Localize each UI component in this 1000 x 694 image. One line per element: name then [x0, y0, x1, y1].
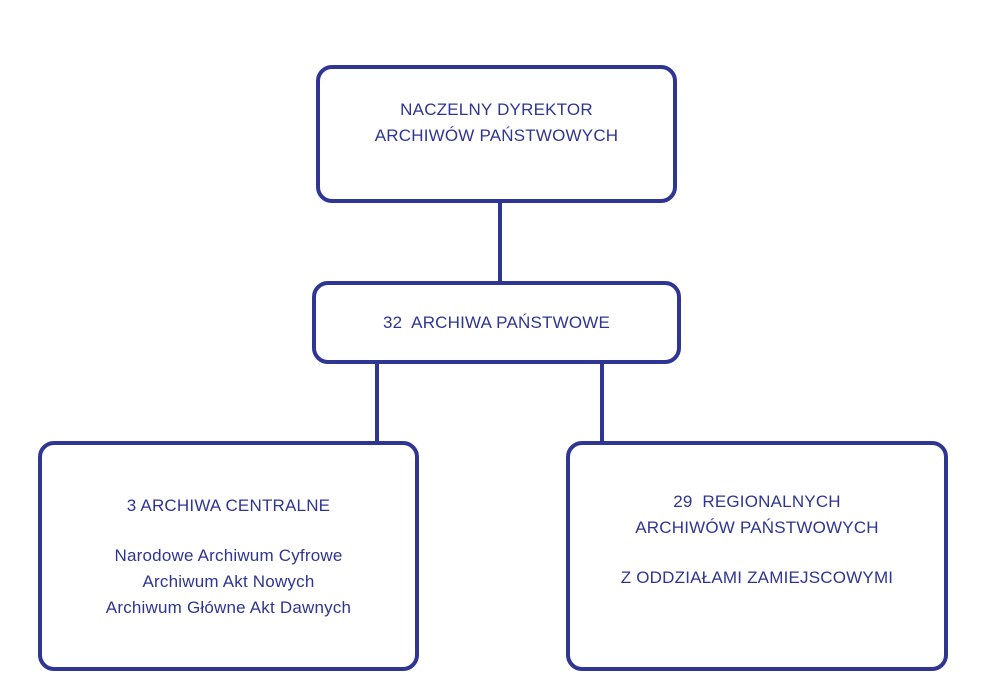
connector-middle-to-left — [375, 364, 379, 441]
node-naczelny-dyrektor-line2: ARCHIWÓW PAŃSTWOWYCH — [374, 126, 619, 145]
central-archive-item: Narodowe Archiwum Cyfrowe — [114, 546, 343, 565]
node-naczelny-dyrektor: NACZELNY DYREKTOR ARCHIWÓW PAŃSTWOWYCH — [316, 65, 677, 203]
node-archiwa-panstwowe-label: 32 ARCHIWA PAŃSTWOWE — [382, 312, 611, 332]
node-regionalne-archiwa: 29 REGIONALNYCH ARCHIWÓW PAŃSTWOWYCH Z O… — [566, 441, 948, 671]
connector-top-to-middle — [498, 203, 502, 281]
node-archiwa-panstwowe: 32 ARCHIWA PAŃSTWOWE — [312, 281, 681, 364]
node-archiwa-centralne: 3 ARCHIWA CENTRALNE Narodowe Archiwum Cy… — [38, 441, 419, 671]
node-naczelny-dyrektor-line1: NACZELNY DYREKTOR — [400, 100, 593, 119]
connector-middle-to-right — [600, 364, 604, 441]
node-archiwa-centralne-title: 3 ARCHIWA CENTRALNE — [126, 496, 331, 515]
central-archive-item: Archiwum Główne Akt Dawnych — [105, 598, 352, 617]
node-regionalne-archiwa-line2: ARCHIWÓW PAŃSTWOWYCH — [635, 518, 879, 537]
node-regionalne-archiwa-line1: 29 REGIONALNYCH — [673, 492, 841, 511]
node-regionalne-archiwa-line3: Z ODDZIAŁAMI ZAMIEJSCOWYMI — [620, 568, 894, 587]
central-archive-item: Archiwum Akt Nowych — [142, 572, 315, 591]
